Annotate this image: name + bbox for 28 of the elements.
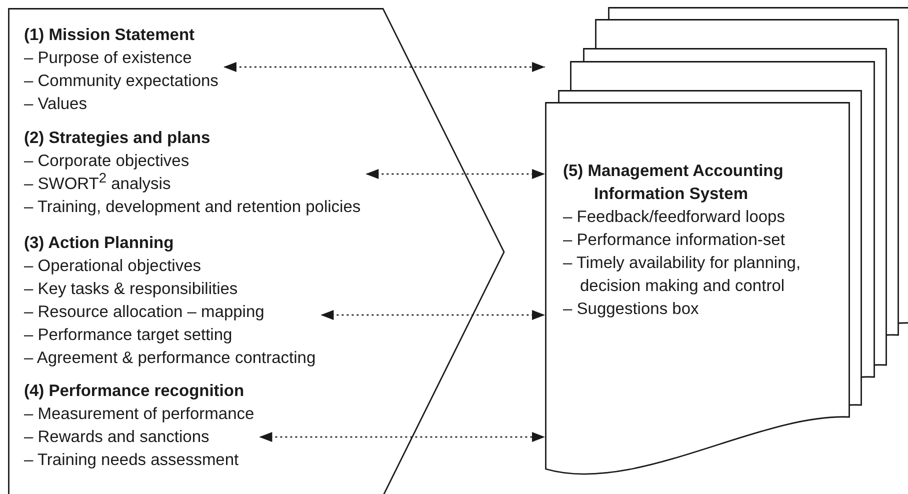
list-item: – Performance target setting [24,325,234,346]
double-arrow [366,169,545,179]
list-item: – Values [24,94,88,115]
section-heading: (4) Performance recognition [24,381,246,402]
list-item: – Key tasks & responsibilities [24,279,239,300]
list-item: – Operational objectives [24,256,202,277]
list-item: – Rewards and sanctions [24,427,210,448]
list-item: – Purpose of existence [24,48,193,69]
list-item: – Agreement & performance contracting [24,348,316,369]
list-item: – Community expectations [24,71,218,92]
section-heading: (1) Mission Statement [24,25,196,46]
list-item: – Resource allocation – mapping [24,302,266,323]
list-item: – Measurement of performance [24,404,254,425]
list-item: – Suggestions box [563,299,700,320]
double-arrow [320,310,545,320]
list-item: – Timely availability for planning, decision making and control [563,253,802,297]
list-item: – SWORT$^{2}$ analysis [24,173,172,195]
double-arrow [259,432,545,442]
list-item: – Training needs assessment [24,450,240,471]
double-arrow [223,62,545,72]
list-item: – Training, development and retention policies [24,197,361,218]
list-item: – Corporate objectives [24,151,190,172]
section-heading: (3) Action Planning [24,233,175,254]
section-heading: (5) Management Accounting Information System [563,161,784,205]
chevron-shape [8,8,505,494]
list-item: – Feedback/feedforward loops [563,207,786,228]
section-heading: (2) Strategies and plans [24,128,212,149]
list-item: – Performance information-set [563,230,786,251]
